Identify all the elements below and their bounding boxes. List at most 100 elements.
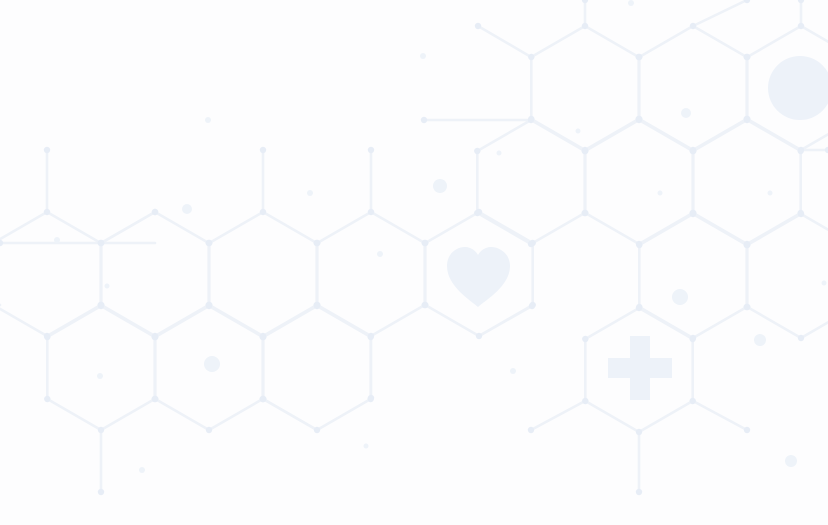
network-node	[581, 0, 589, 4]
network-node	[582, 397, 589, 405]
decor-dot	[672, 289, 688, 305]
network-node	[151, 208, 159, 216]
network-node	[97, 488, 105, 496]
network-node	[44, 395, 51, 403]
network-node	[528, 53, 535, 61]
network-node	[824, 146, 828, 154]
network-node	[43, 208, 51, 216]
decor-dot	[307, 190, 313, 196]
network-node	[0, 239, 4, 247]
network-node	[797, 334, 805, 342]
network-node	[744, 303, 751, 311]
decor-dot	[628, 0, 634, 6]
network-node	[635, 488, 643, 496]
circle-icon	[768, 56, 828, 120]
hexagon-cell	[584, 118, 694, 246]
decor-dot	[681, 108, 691, 118]
network-node	[260, 333, 267, 341]
decor-dot	[363, 443, 369, 449]
medical-cross-icon	[608, 336, 672, 400]
network-node	[689, 210, 697, 218]
decor-dot	[104, 283, 110, 289]
network-node	[636, 241, 643, 249]
network-node	[313, 302, 321, 310]
network-node	[205, 302, 213, 310]
network-node	[259, 208, 267, 216]
network-node	[636, 53, 643, 61]
network-node	[527, 426, 535, 434]
network-node	[527, 240, 535, 248]
connector-line	[691, 399, 749, 432]
hexagon-cell	[530, 24, 640, 152]
network-node	[97, 302, 105, 310]
hexagon-cell	[208, 210, 318, 338]
network-node	[528, 302, 536, 310]
heart-icon	[447, 247, 510, 307]
connector-line	[99, 210, 157, 245]
decor-dot	[821, 280, 827, 286]
network-node	[690, 147, 697, 155]
decor-dot	[139, 467, 145, 473]
network-node	[367, 146, 375, 154]
decor-dot	[575, 128, 581, 134]
hexagon-cell	[316, 210, 426, 338]
network-node	[635, 428, 643, 436]
network-node	[314, 239, 321, 247]
decor-dot	[433, 179, 447, 193]
network-node	[367, 333, 374, 341]
network-node	[44, 333, 51, 341]
network-node	[582, 335, 589, 343]
connector-line	[261, 397, 319, 432]
network-node	[635, 304, 643, 312]
network-node	[367, 394, 375, 402]
hexagon-cell	[638, 212, 748, 340]
network-node	[689, 22, 697, 30]
decor-dot	[97, 373, 103, 379]
network-node	[797, 22, 805, 30]
hexagon-cell	[0, 210, 102, 338]
decor-dot	[657, 190, 663, 196]
network-node	[689, 335, 696, 343]
connector-line	[476, 24, 533, 59]
decor-dot	[496, 150, 502, 156]
network-node	[98, 239, 105, 247]
decor-dot	[420, 53, 426, 59]
network-node	[43, 146, 51, 154]
network-node	[743, 426, 751, 434]
network-node	[797, 147, 804, 155]
network-node	[259, 395, 267, 403]
connector-line	[477, 304, 534, 338]
hexagon-cell	[746, 212, 828, 340]
network-node	[582, 147, 589, 155]
network-node	[152, 333, 159, 341]
connector-line	[529, 399, 587, 432]
network-node	[635, 116, 643, 124]
network-node	[475, 332, 483, 340]
network-node	[474, 22, 482, 30]
network-node	[581, 22, 589, 30]
decor-dot	[377, 251, 383, 257]
network-node	[797, 0, 805, 4]
hexagon-cell	[476, 118, 586, 246]
network-node	[205, 426, 213, 434]
network-node	[152, 395, 159, 403]
network-node	[422, 239, 429, 247]
network-node	[206, 239, 213, 247]
network-node	[582, 209, 589, 217]
network-node	[474, 147, 481, 155]
network-node	[527, 116, 535, 124]
hexagon-cell	[46, 304, 156, 432]
decor-dot	[182, 204, 192, 214]
network-node	[743, 116, 751, 124]
network-node	[689, 397, 696, 405]
network-node	[744, 53, 751, 61]
decor-dot	[204, 356, 220, 372]
hexagon-cell	[100, 210, 210, 338]
network-node	[797, 210, 805, 218]
network-node	[313, 426, 321, 434]
decor-dot	[767, 190, 773, 196]
hexagon-cell	[638, 24, 748, 152]
network-node	[97, 426, 105, 434]
